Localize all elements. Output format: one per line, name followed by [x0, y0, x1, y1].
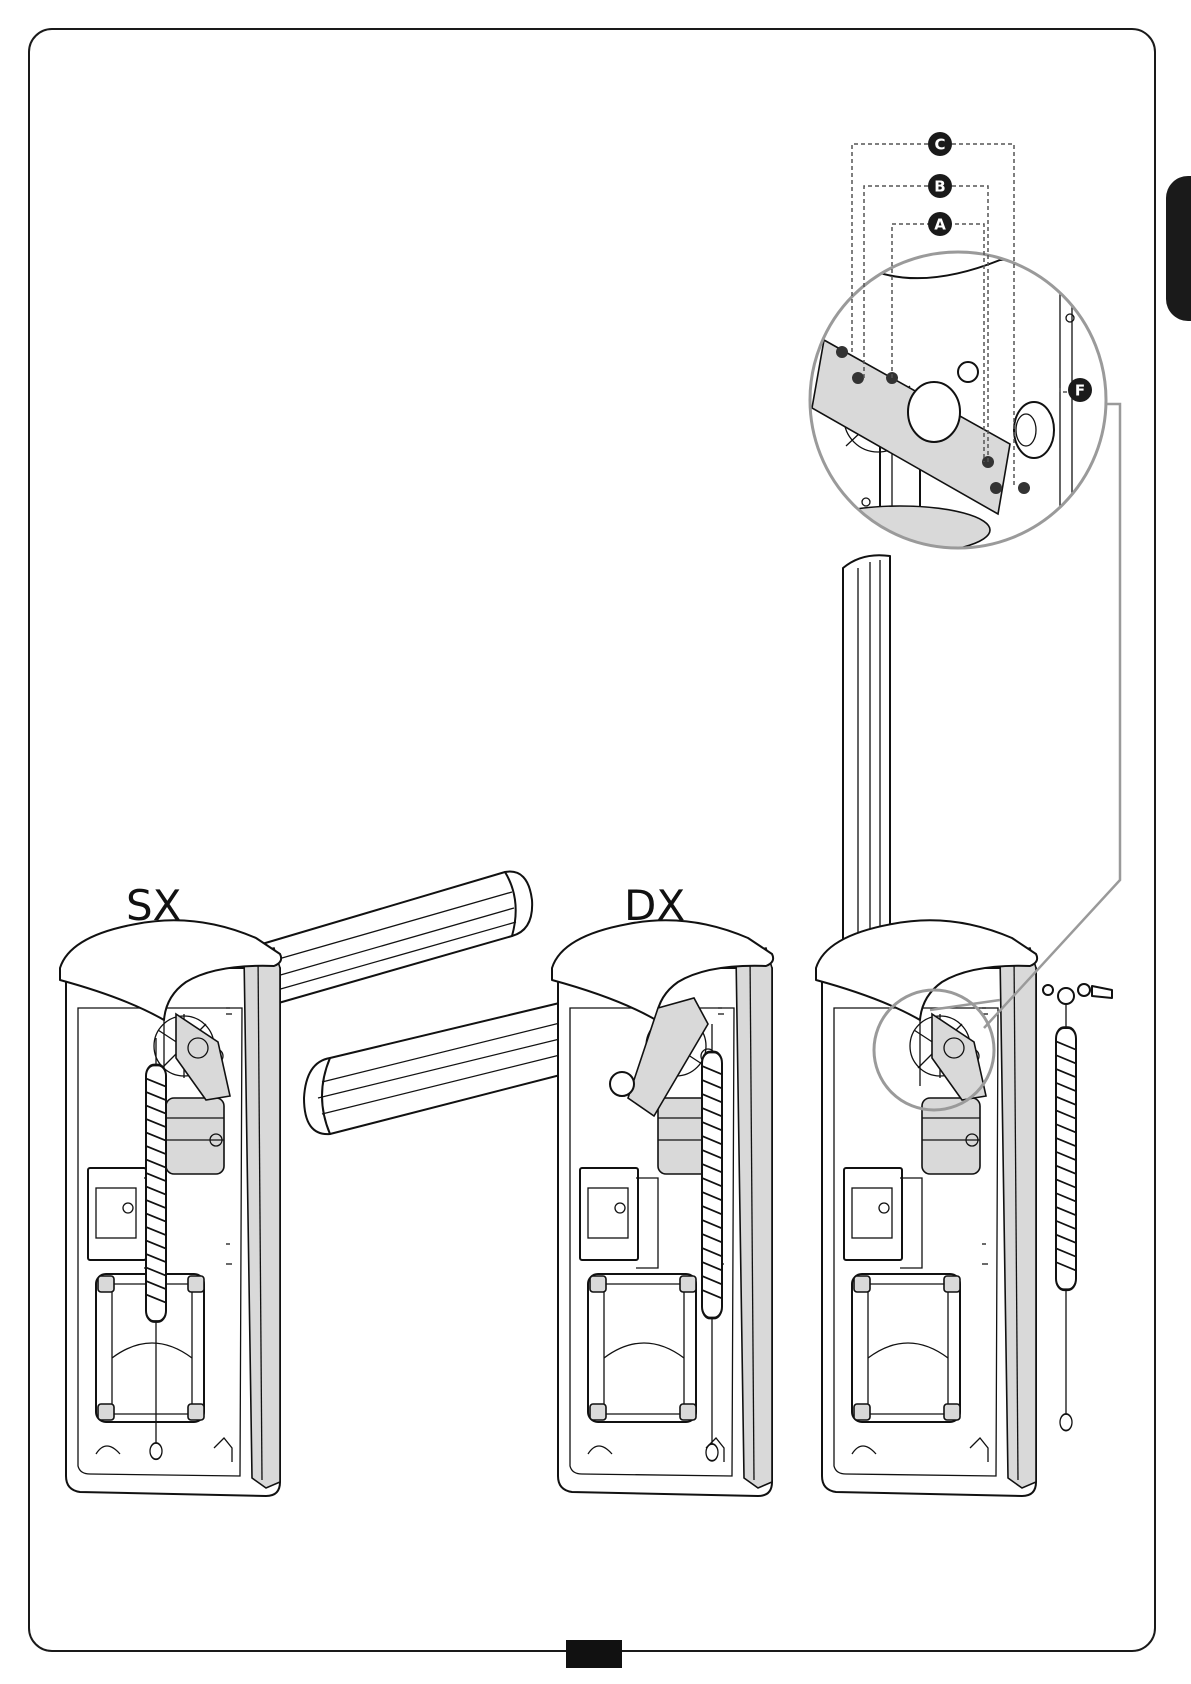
loose-spring-assembly [1043, 984, 1112, 1431]
sx-label: SX [126, 881, 181, 930]
svg-text:A: A [934, 216, 946, 234]
sx-boom-arm [262, 872, 532, 1006]
vertical-boom-arm [843, 555, 890, 952]
svg-text:C: C [934, 136, 945, 154]
svg-text:F: F [1075, 382, 1085, 400]
sx-cabinet [60, 920, 281, 1496]
svg-text:B: B [934, 178, 945, 196]
dx-cabinet [552, 920, 773, 1496]
magnified-detail-view [810, 252, 1106, 560]
dx-label: DX [624, 881, 685, 930]
dx-boom-arm [304, 1000, 572, 1134]
